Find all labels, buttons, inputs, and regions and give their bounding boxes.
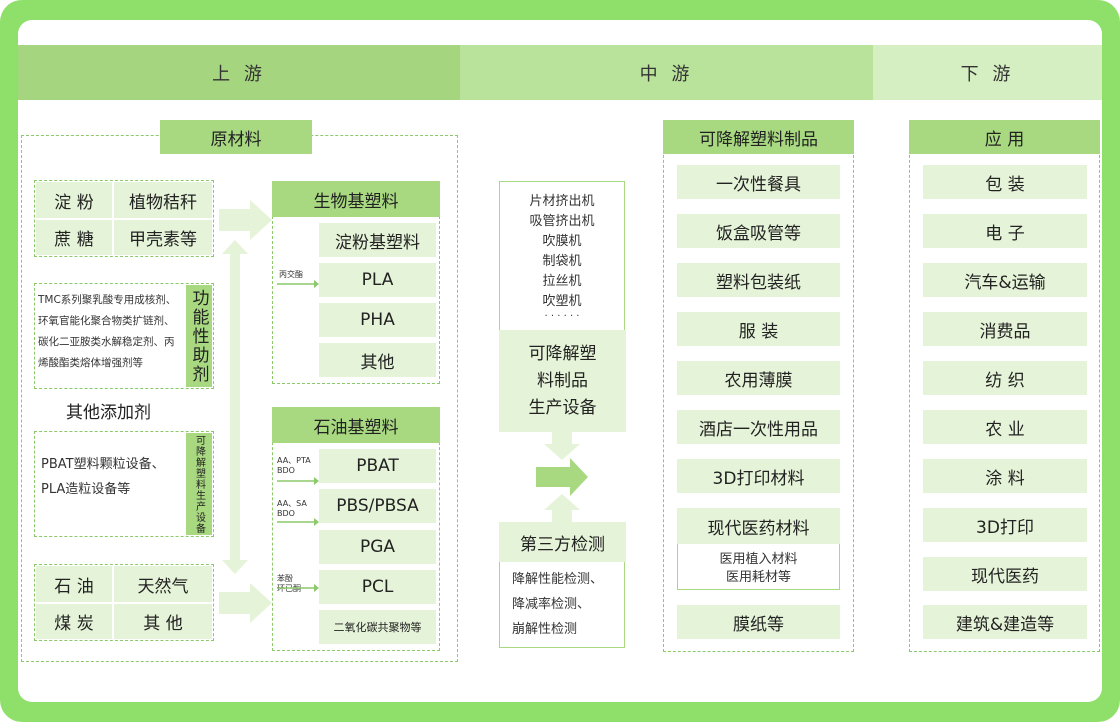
feedstock-cell: 植物秸秆 xyxy=(114,182,212,218)
petro-arrow-label: 苯酚 环已酮 xyxy=(277,574,301,593)
additives-label: 功能性助剂 xyxy=(186,285,212,387)
equipment-description: PBAT塑料颗粒设备、PLA造粒设备等 xyxy=(41,457,165,497)
feedstock-grid-fossil xyxy=(34,564,214,641)
feedstock-cell: 煤 炭 xyxy=(36,604,112,639)
other-additives-label: 其他添加剂 xyxy=(66,403,151,423)
feedstock-grid-plant xyxy=(34,180,214,257)
diagram-canvas: 上 游 中 游 下 游 原材料 淀 粉 植物秸秆 蔗 糖 甲壳素等 TMC系列聚… xyxy=(18,20,1102,702)
additives-description: TMC系列聚乳酸专用成核剂、环氧官能化聚合物类扩链剂、碳化二亚胺类水解稳定剂、丙… xyxy=(38,294,177,369)
feedstock-cell: 其 他 xyxy=(114,604,212,639)
product-item: 一次性餐具 xyxy=(677,165,840,199)
application-item: 纺 织 xyxy=(923,361,1087,395)
feedstock-cell: 蔗 糖 xyxy=(36,220,112,255)
machine-item: 片材挤出机 xyxy=(529,193,595,209)
petro-plastic-item: PCL xyxy=(319,570,436,604)
machine-item: 吸管挤出机 xyxy=(529,213,595,229)
additives-box xyxy=(34,283,214,389)
to-products-arrow xyxy=(536,458,588,496)
product-item: 农用薄膜 xyxy=(677,361,840,395)
machine-item: 吹膜机 xyxy=(542,233,582,249)
testing-item: 降减率检测、 xyxy=(512,597,591,612)
application-item: 现代医药 xyxy=(923,557,1087,591)
testing-title: 第三方检测 xyxy=(499,522,626,562)
medical-materials-title: 现代医药材料 xyxy=(677,508,840,544)
header-upstream: 上 游 xyxy=(18,45,460,100)
application-item: 汽车&运输 xyxy=(923,263,1087,297)
application-item: 消费品 xyxy=(923,312,1087,346)
header-downstream: 下 游 xyxy=(873,45,1102,100)
applications-title: 应 用 xyxy=(909,120,1100,154)
machine-item: 制袋机 xyxy=(542,253,582,269)
petro-plastics-title: 石油基塑料 xyxy=(272,407,440,443)
product-item: 膜纸等 xyxy=(677,605,840,639)
bio-plastic-item: PHA xyxy=(319,303,436,337)
products-title: 可降解塑料制品 xyxy=(663,120,854,154)
application-item: 3D打印 xyxy=(923,508,1087,542)
bio-arrow-label: 丙交酯 xyxy=(279,270,303,279)
application-item: 电 子 xyxy=(923,214,1087,248)
application-item: 涂 料 xyxy=(923,459,1087,493)
testing-item: 崩解性检测 xyxy=(512,622,578,637)
product-item: 3D打印材料 xyxy=(677,459,840,493)
machine-item: 拉丝机 xyxy=(542,273,582,289)
testing-up-arrow xyxy=(544,494,580,522)
product-item: 饭盒吸管等 xyxy=(677,214,840,248)
machine-item: 吹塑机 xyxy=(542,293,582,309)
petro-arrow-label: AA、PTA BDO xyxy=(277,456,311,475)
application-item: 农 业 xyxy=(923,410,1087,444)
bio-plastic-item: PLA xyxy=(319,263,436,297)
product-item: 塑料包装纸 xyxy=(677,263,840,297)
feedstock-cell: 天然气 xyxy=(114,566,212,602)
petro-plastic-item: PBS/PBSA xyxy=(319,489,436,523)
testing-item: 降解性能检测、 xyxy=(512,572,604,587)
application-item: 包 装 xyxy=(923,165,1087,199)
product-item: 酒店一次性用品 xyxy=(677,410,840,444)
raw-materials-title: 原材料 xyxy=(160,120,312,154)
petro-arrow-label: AA、SA BDO xyxy=(277,499,307,518)
bio-plastic-item: 其他 xyxy=(319,343,436,377)
feedstock-cell: 甲壳素等 xyxy=(114,220,212,255)
bio-plastics-title: 生物基塑料 xyxy=(272,181,440,217)
header-midstream: 中 游 xyxy=(460,45,873,100)
product-item: 服 装 xyxy=(677,312,840,346)
feedstock-cell: 淀 粉 xyxy=(36,182,112,218)
equipment-down-arrow xyxy=(544,432,580,460)
petro-plastic-item: 二氧化碳共聚物等 xyxy=(319,610,436,644)
equipment-box xyxy=(34,431,214,537)
equipment-product-label: 可降解塑 料制品 生产设备 xyxy=(499,330,626,432)
petro-plastic-item: PGA xyxy=(319,530,436,564)
medical-sub-item: 医用耗材等 xyxy=(725,569,791,585)
application-item: 建筑&建造等 xyxy=(923,605,1087,639)
petro-plastic-item: PBAT xyxy=(319,449,436,483)
equipment-label: 可降解塑料生产设备 xyxy=(186,433,212,535)
bio-plastic-item: 淀粉基塑料 xyxy=(319,223,436,257)
machine-item: · · · · · · xyxy=(544,310,580,322)
feedstock-cell: 石 油 xyxy=(36,566,112,602)
medical-sub-item: 医用植入材料 xyxy=(719,551,798,567)
